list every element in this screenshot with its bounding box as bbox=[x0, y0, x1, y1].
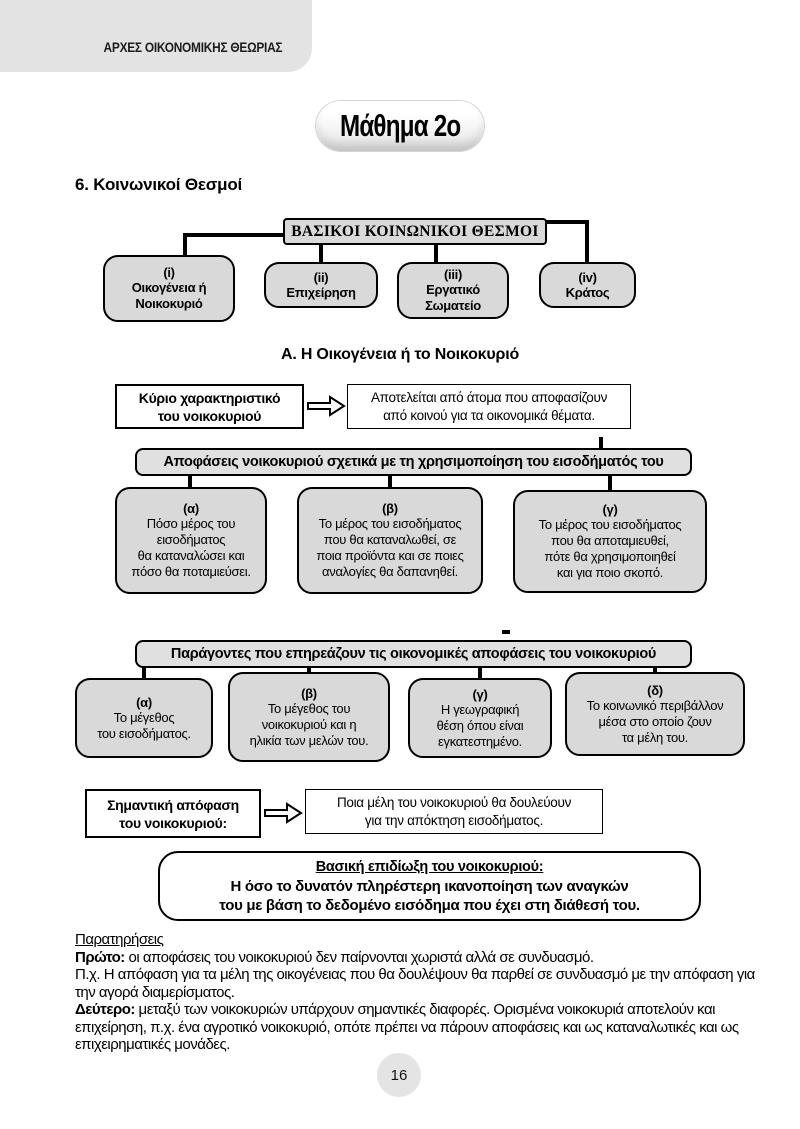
course-title: ΑΡΧΕΣ ΟΙΚΟΝΟΜΙΚΗΣ ΘΕΩΡΙΑΣ bbox=[103, 39, 282, 55]
decision-box-b: (β) Το μέρος του εισοδήματος που θα κατα… bbox=[297, 487, 483, 594]
lesson-badge-label: Μάθημα 2ο bbox=[339, 108, 461, 143]
page-number-circle: 16 bbox=[377, 1053, 421, 1097]
connector-line bbox=[585, 220, 589, 263]
decisions-bar: Αποφάσεις νοικοκυριού σχετικά με τη χρησ… bbox=[135, 448, 692, 476]
institution-box-union: (iii) Εργατικό Σωματείο bbox=[397, 262, 509, 319]
item-text: Οικογένεια ή Νοικοκυριό bbox=[131, 280, 207, 311]
characteristic-key-box: Κύριο χαρακτηριστικό του νοικοκυριού bbox=[115, 384, 304, 429]
item-tag: (β) bbox=[382, 501, 398, 516]
item-text: Το κοινωνικό περιβάλλον μέσα στο οποίο ζ… bbox=[586, 697, 724, 745]
decision-box-c: (γ) Το μέρος του εισοδήματος που θα αποτ… bbox=[513, 490, 707, 593]
institution-box-business: (ii) Επιχείρηση bbox=[264, 262, 378, 308]
factor-box-a: (α) Το μέγεθος του εισοδήματος. bbox=[75, 678, 213, 758]
characteristic-value-box: Αποτελείται από άτομα που αποφασίζουν απ… bbox=[347, 384, 631, 429]
item-tag: (iv) bbox=[578, 269, 597, 285]
important-decision-value-box: Ποια μέλη του νοικοκυριού θα δουλεύουν γ… bbox=[305, 789, 603, 834]
item-text: Επιχείρηση bbox=[286, 284, 356, 300]
institution-box-family: (i) Οικογένεια ή Νοικοκυριό bbox=[103, 255, 235, 322]
connector-line bbox=[319, 244, 323, 263]
connector-line bbox=[183, 233, 285, 237]
note-second-label: Δεύτερο: bbox=[75, 1001, 135, 1018]
item-text: Εργατικό Σωματείο bbox=[425, 282, 481, 313]
item-text: Το μέρος του εισοδήματος που θα καταναλω… bbox=[316, 516, 464, 579]
factor-box-b: (β) Το μέγεθος του νοικοκυριού και η ηλι… bbox=[228, 672, 390, 762]
stray-connector-tick bbox=[599, 437, 603, 448]
family-section-heading: Α. Η Οικογένεια ή το Νοικοκυριό bbox=[280, 346, 520, 363]
root-label: ΒΑΣΙΚΟΙ ΚΟΙΝΩΝΙΚΟΙ ΘΕΣΜΟΙ bbox=[291, 222, 539, 240]
note-second: Δεύτερο: μεταξύ των νοικοκυριών υπάρχουν… bbox=[75, 1001, 767, 1054]
notes-heading: Παρατηρήσεις bbox=[75, 931, 164, 948]
note-first-label: Πρώτο: bbox=[75, 948, 125, 966]
item-tag: (γ) bbox=[472, 686, 488, 702]
item-tag: (β) bbox=[301, 685, 317, 701]
item-text: Πόσο μέρος του εισοδήματος θα καταναλώσε… bbox=[131, 516, 251, 579]
goal-box: Βασική επιδίωξη του νοικοκυριού: Η όσο τ… bbox=[158, 851, 701, 921]
item-tag: (δ) bbox=[647, 682, 663, 698]
connector-line bbox=[188, 475, 192, 488]
page-header-band: ΑΡΧΕΣ ΟΙΚΟΝΟΜΙΚΗΣ ΘΕΩΡΙΑΣ bbox=[0, 0, 312, 72]
item-text: Το μέγεθος του εισοδήματος. bbox=[97, 709, 191, 741]
factors-bar: Παράγοντες που επηρεάζουν τις οικονομικέ… bbox=[135, 640, 692, 668]
factor-box-c: (γ) Η γεωγραφική θέση όπου είναι εγκατεσ… bbox=[408, 678, 552, 758]
note-first: Πρώτο: οι αποφάσεις του νοικοκυριού δεν … bbox=[75, 949, 767, 967]
connector-line bbox=[307, 667, 311, 673]
item-tag: (α) bbox=[183, 501, 199, 516]
connector-line bbox=[478, 667, 482, 679]
diagram-root-box: ΒΑΣΙΚΟΙ ΚΟΙΝΩΝΙΚΟΙ ΘΕΣΜΟΙ bbox=[283, 218, 547, 245]
connector-line bbox=[183, 233, 187, 257]
lesson-badge: Μάθημα 2ο bbox=[316, 101, 484, 151]
note-example: Π.χ. Η απόφαση για τα μέλη της οικογένει… bbox=[75, 966, 755, 1001]
item-tag: (γ) bbox=[602, 502, 618, 517]
connector-line bbox=[545, 220, 589, 224]
connector-line bbox=[388, 475, 392, 488]
item-tag: (iii) bbox=[444, 267, 462, 282]
institution-box-state: (iv) Κράτος bbox=[539, 262, 636, 308]
block-arrow-icon bbox=[306, 394, 346, 423]
item-tag: (ii) bbox=[313, 269, 329, 285]
important-decision-key-box: Σημαντική απόφαση του νοικοκυριού: bbox=[85, 789, 261, 838]
item-text: Κράτος bbox=[565, 284, 610, 300]
connector-line bbox=[142, 667, 146, 679]
goal-title: Βασική επιδίωξη του νοικοκυριού: bbox=[315, 859, 544, 875]
stray-connector-tick bbox=[502, 630, 510, 634]
note-second-text: μεταξύ των νοικοκυριών υπάρχουν σημαντικ… bbox=[75, 1001, 739, 1053]
page-number: 16 bbox=[390, 1066, 408, 1084]
connector-line bbox=[434, 244, 438, 263]
decision-box-a: (α) Πόσο μέρος του εισοδήματος θα κατανα… bbox=[115, 487, 267, 594]
factor-box-d: (δ) Το κοινωνικό περιβάλλον μέσα στο οπο… bbox=[565, 672, 745, 756]
connector-line bbox=[608, 475, 612, 491]
item-tag: (i) bbox=[163, 265, 175, 280]
item-tag: (α) bbox=[136, 694, 152, 710]
notes: Παρατηρήσεις Πρώτο: οι αποφάσεις του νοι… bbox=[75, 931, 767, 1054]
note-first-text: οι αποφάσεις του νοικοκυριού δεν παίρνον… bbox=[124, 948, 594, 966]
item-text: Η γεωγραφική θέση όπου είναι εγκατεστημέ… bbox=[436, 701, 524, 749]
item-text: Το μέρος του εισοδήματος που θα αποταμιε… bbox=[538, 517, 682, 580]
connector-line bbox=[653, 667, 657, 673]
section-heading: 6. Κοινωνικοί Θεσμοί bbox=[75, 175, 243, 194]
item-text: Το μέγεθος του νοικοκυριού και η ηλικία … bbox=[249, 700, 369, 748]
goal-body: Η όσο το δυνατόν πληρέστερη ικανοποίηση … bbox=[219, 878, 640, 914]
block-arrow-icon bbox=[263, 801, 303, 830]
